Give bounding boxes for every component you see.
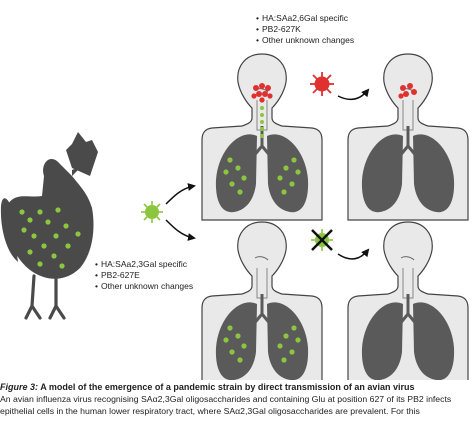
note-human-adapted-changes: HA:SAa2,6Gal specific PB2-627K Other unk… — [256, 13, 354, 46]
note-item: Other unknown changes — [95, 281, 193, 292]
arrow-to-lower-person — [165, 219, 196, 241]
transmission-diagram — [0, 53, 469, 380]
note-avian-changes: HA:SAa2,3Gal specific PB2-627E Other unk… — [95, 259, 193, 292]
note-item: PB2-627K — [256, 24, 354, 35]
rooster-illustration — [0, 132, 98, 320]
human-virus-icon — [309, 71, 335, 97]
note-item: HA:SAa2,6Gal specific — [256, 13, 354, 24]
caption-body: An avian influenza virus recognising SAα… — [0, 394, 452, 416]
lower-left-person — [201, 221, 323, 380]
avian-virus-icon — [140, 200, 164, 224]
lower-right-person — [347, 221, 469, 380]
caption-title-line: Figure 3: A model of the emergence of a … — [0, 381, 474, 393]
upper-right-person — [347, 53, 469, 221]
note-item: HA:SAa2,3Gal specific — [95, 259, 193, 270]
caption-title: A model of the emergence of a pandemic s… — [40, 382, 415, 392]
cross-icon — [311, 229, 333, 251]
arrow-transmission-upper — [337, 88, 370, 101]
arrow-transmission-lower — [337, 248, 370, 260]
figure-caption: Figure 3: A model of the emergence of a … — [0, 381, 474, 424]
note-item: Other unknown changes — [256, 35, 354, 46]
blocked-transmission — [310, 228, 334, 252]
caption-label: Figure 3: — [0, 382, 39, 392]
upper-left-person — [201, 53, 323, 221]
note-item: PB2-627E — [95, 270, 193, 281]
arrow-to-upper-person — [165, 183, 196, 205]
